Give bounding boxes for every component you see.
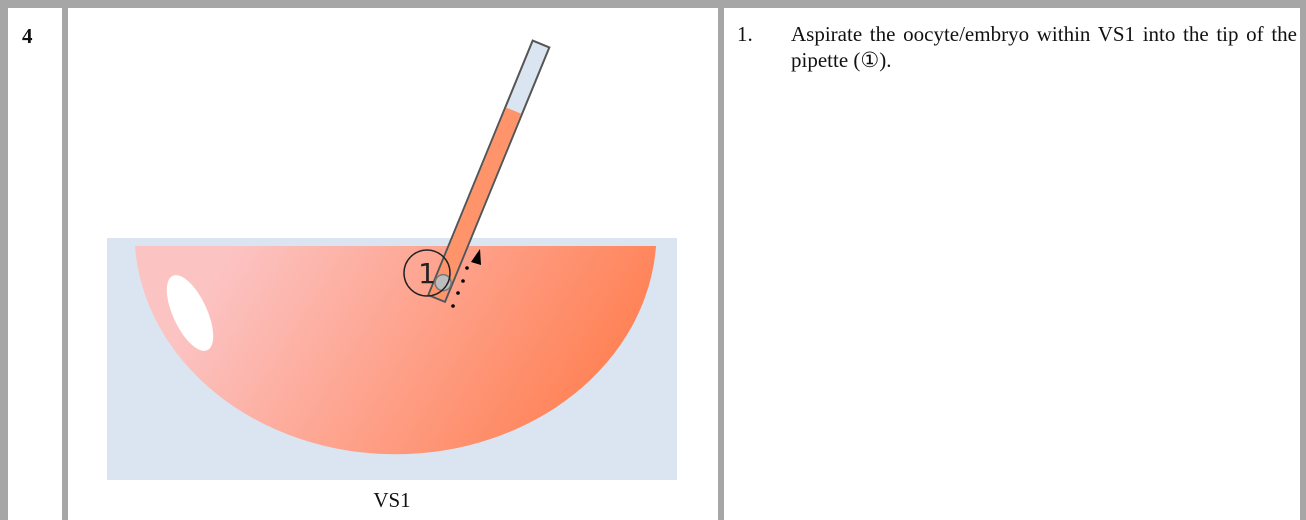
pipette-icon [427, 39, 551, 304]
column-divider-2 [718, 0, 724, 520]
aspiration-arrow-icon [451, 249, 481, 308]
dish-icon [135, 246, 656, 455]
dish-highlight [166, 275, 214, 351]
step-marker-label: 1 [418, 257, 436, 290]
table-border-top [0, 0, 1306, 8]
step-marker-circle [403, 249, 451, 297]
table-border-right [1300, 0, 1306, 520]
instruction-item: 1. Aspirate the oocyte/embryo within VS1… [737, 21, 1297, 73]
figure-caption: VS1 [373, 488, 411, 512]
oocyte-icon [434, 273, 452, 292]
instruction-text: Aspirate the oocyte/embryo within VS1 in… [791, 22, 1297, 72]
instruction-list: 1. Aspirate the oocyte/embryo within VS1… [737, 21, 1297, 73]
column-divider-1 [62, 0, 68, 520]
vitrification-figure: 1 [107, 39, 677, 480]
table-border-left [0, 0, 8, 520]
step-number: 4 [22, 24, 33, 48]
instruction-number: 1. [737, 22, 753, 46]
